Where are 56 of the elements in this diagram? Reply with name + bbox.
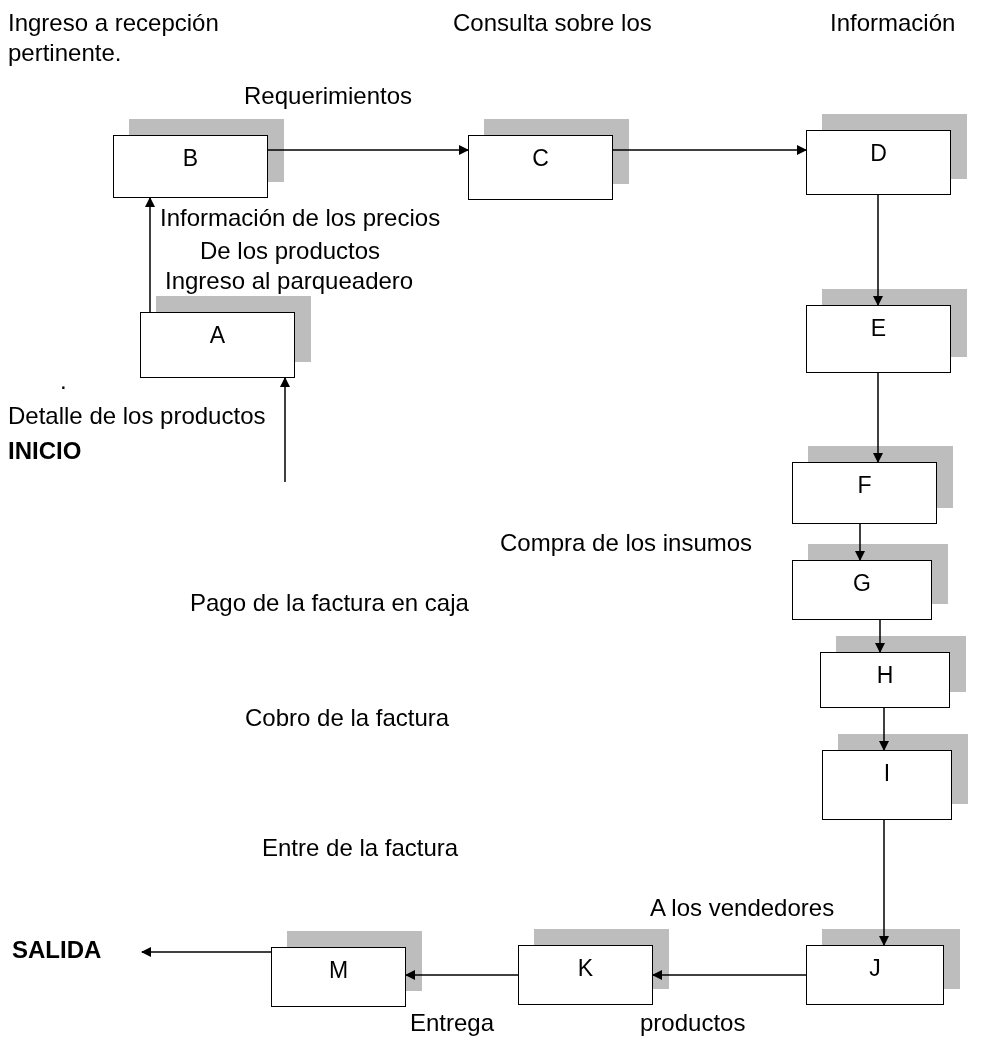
arrow xyxy=(280,377,290,483)
box-letter: F xyxy=(857,473,872,499)
process-box xyxy=(113,119,284,198)
step-label: Requerimientos xyxy=(244,83,413,110)
box-letter: J xyxy=(869,956,881,982)
process-box xyxy=(806,114,967,195)
box-letter: B xyxy=(182,146,199,172)
box-letter: H xyxy=(876,663,894,689)
process-box xyxy=(271,931,422,1007)
step-label: INICIO xyxy=(8,438,82,465)
step-label: productos xyxy=(640,1010,746,1037)
process-box xyxy=(518,929,669,1005)
step-label: Entre de la factura xyxy=(262,835,459,862)
process-box xyxy=(792,446,953,524)
step-label: Cobro de la factura xyxy=(245,705,450,732)
arrow xyxy=(855,523,865,561)
step-label: Pago de la factura en caja xyxy=(190,590,469,617)
process-box xyxy=(792,544,948,620)
step-label: Información de los precios xyxy=(160,205,441,232)
process-box xyxy=(820,636,966,708)
arrow xyxy=(267,145,469,155)
process-box xyxy=(806,929,960,1005)
step-label: Ingreso al parqueadero xyxy=(165,268,414,295)
process-box xyxy=(822,734,968,820)
arrow xyxy=(873,194,883,306)
process-box xyxy=(140,296,311,378)
box-letter: A xyxy=(209,323,226,349)
box-letter: C xyxy=(532,146,549,172)
step-label: De los productos xyxy=(200,238,381,265)
arrow xyxy=(141,947,272,957)
arrow xyxy=(879,819,889,946)
step-label: Compra de los insumos xyxy=(500,530,753,557)
arrow xyxy=(612,145,807,155)
box-letter: E xyxy=(870,316,887,342)
step-label: Detalle de los productos xyxy=(8,403,266,430)
step-label: Ingreso a recepción xyxy=(8,10,219,37)
box-letter: D xyxy=(870,141,887,167)
step-label: Información xyxy=(830,10,956,37)
step-label: Entrega xyxy=(410,1010,495,1037)
step-label: A los vendedores xyxy=(650,895,835,922)
terminal-label: SALIDA xyxy=(12,936,102,964)
arrow xyxy=(145,197,155,313)
step-label: Consulta sobre los xyxy=(453,10,652,37)
box-letter: G xyxy=(853,571,871,597)
box-letter: I xyxy=(883,761,891,787)
box-letter: K xyxy=(577,956,594,982)
process-box xyxy=(468,119,629,200)
arrow xyxy=(879,707,889,751)
arrow xyxy=(875,619,885,653)
arrow xyxy=(873,372,883,463)
step-label: . xyxy=(60,368,67,395)
arrow xyxy=(405,970,519,980)
process-box xyxy=(806,289,967,373)
arrow xyxy=(652,970,807,980)
step-label: pertinente. xyxy=(8,40,122,67)
box-letter: M xyxy=(328,958,349,984)
